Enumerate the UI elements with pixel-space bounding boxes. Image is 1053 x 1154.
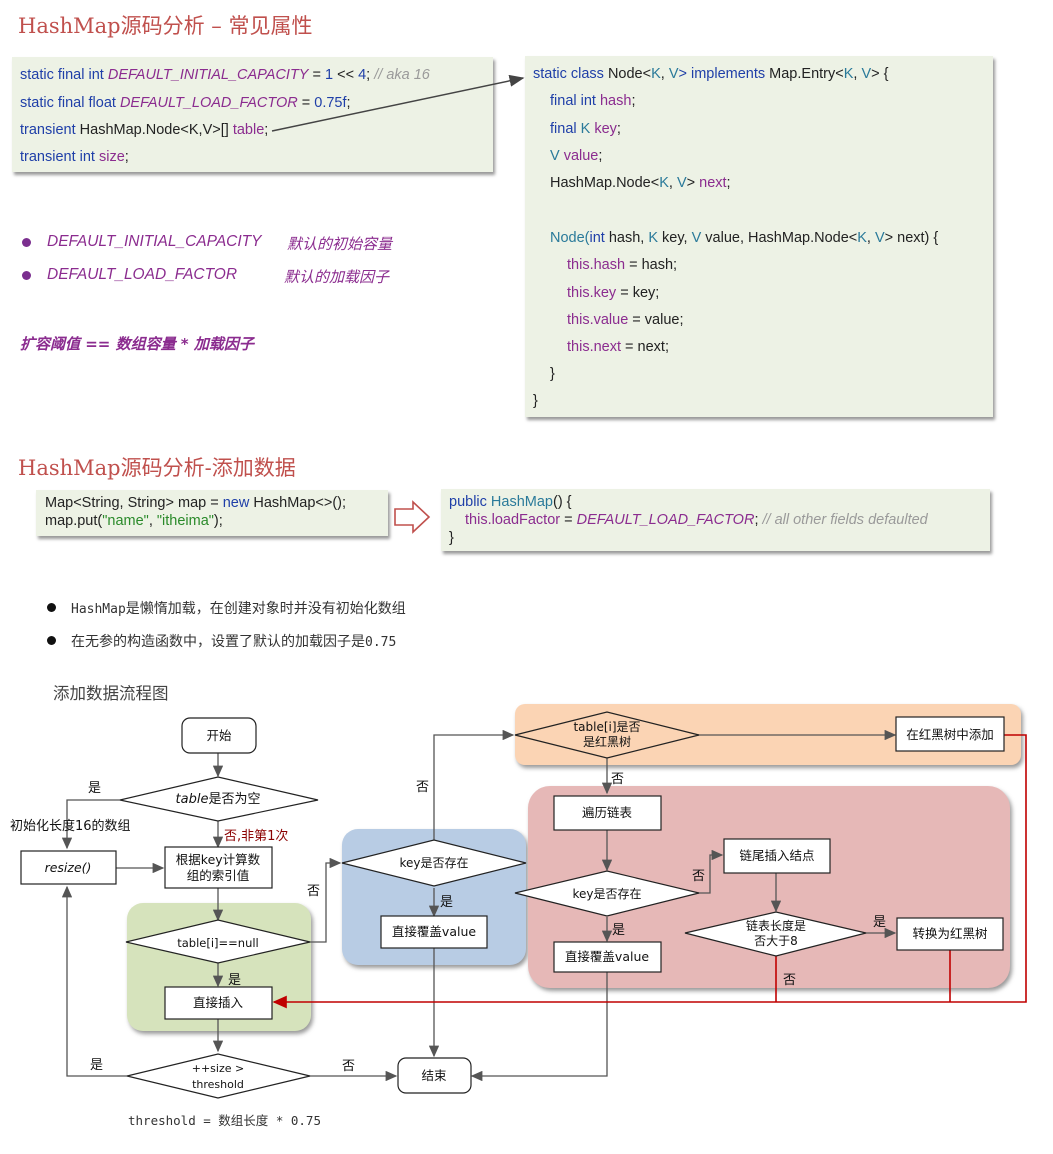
node-line-this-next: this.next = next; bbox=[567, 339, 669, 355]
key-exists-decision bbox=[341, 839, 527, 887]
no-label: 否 bbox=[307, 884, 320, 899]
size-check-decision bbox=[126, 1053, 311, 1099]
yes-label: 是 bbox=[440, 895, 453, 910]
bullet-name-load-factor: DEFAULT_LOAD_FACTOR bbox=[47, 266, 238, 283]
node-line-close-ctor: } bbox=[550, 366, 555, 382]
is-tree-decision bbox=[514, 711, 700, 759]
usage-line-2: map.put("name", "itheima"); bbox=[45, 513, 223, 529]
bullet-dot bbox=[47, 636, 56, 645]
overwrite-label: 直接覆盖value bbox=[392, 924, 476, 939]
no-label: 否 bbox=[692, 869, 705, 884]
init-note: 初始化长度16的数组 bbox=[10, 818, 131, 834]
to-tree-label: 转换为红黑树 bbox=[912, 926, 987, 941]
section2-title: HashMap源码分析-添加数据 bbox=[18, 456, 296, 480]
no-label: 否 bbox=[342, 1059, 355, 1074]
threshold-note: threshold = 数组长度 * 0.75 bbox=[128, 1113, 321, 1128]
bullet-dot bbox=[47, 603, 56, 612]
resize-box bbox=[20, 850, 117, 885]
bullet-dot bbox=[22, 271, 31, 280]
tail-insert-box bbox=[723, 838, 831, 874]
yes-label: 是 bbox=[873, 915, 886, 930]
end-label: 结束 bbox=[421, 1068, 447, 1083]
node-line-value: V value; bbox=[550, 148, 603, 164]
bullet-desc-capacity: 默认的初始容量 bbox=[287, 235, 393, 253]
start-terminal bbox=[181, 717, 257, 754]
len-check-label-1: 链表长度是 bbox=[746, 918, 806, 933]
is-tree-label-1: table[i]是否 bbox=[573, 720, 640, 734]
usage-line-1: Map<String, String> map = new HashMap<>(… bbox=[45, 495, 347, 511]
no-not-first-label: 否,非第1次 bbox=[224, 828, 288, 844]
usage-code-box: Map<String, String> map = new HashMap<>(… bbox=[36, 490, 388, 536]
fields-code-box: static final int DEFAULT_INITIAL_CAPACIT… bbox=[12, 57, 493, 172]
node-line-this-hash: this.hash = hash; bbox=[567, 257, 678, 273]
overwrite2-box bbox=[553, 941, 662, 973]
traverse-label: 遍历链表 bbox=[582, 805, 633, 820]
index-label-2: 组的索引值 bbox=[187, 868, 250, 883]
yes-label: 是 bbox=[228, 973, 241, 988]
key-exists-label: key是否存在 bbox=[399, 856, 468, 870]
insert-direct-label: 直接插入 bbox=[193, 995, 244, 1010]
table-i-null-decision bbox=[125, 919, 311, 964]
node-line-this-key: this.key = key; bbox=[567, 285, 660, 301]
node-class-code-box: static class Node<K, V> implements Map.E… bbox=[525, 56, 993, 417]
note-load-factor: 在无参的构造函数中，设置了默认的加载因子是0.75 bbox=[71, 634, 397, 650]
constructor-code-box: public HashMap() { this.loadFactor = DEF… bbox=[441, 489, 990, 551]
node-line-key: final K key; bbox=[550, 121, 621, 137]
threshold-formula: 扩容阈值 == 数组容量 * 加载因子 bbox=[20, 335, 254, 353]
node-line-hash: final int hash; bbox=[550, 93, 636, 109]
table-i-null-label: table[i]==null bbox=[177, 936, 259, 950]
code-line-size: transient int size; bbox=[20, 149, 129, 165]
tree-add-label: 在红黑树中添加 bbox=[906, 727, 994, 742]
end-terminal bbox=[397, 1057, 472, 1094]
node-line-constructor: Node(int hash, K key, V value, HashMap.N… bbox=[550, 230, 939, 246]
flow-title: 添加数据流程图 bbox=[53, 684, 169, 703]
code-line-table: transient HashMap.Node<K,V>[] table; bbox=[20, 122, 269, 138]
size-check-label-1: ++size > bbox=[192, 1062, 244, 1075]
node-line-next: HashMap.Node<K, V> next; bbox=[550, 175, 731, 191]
traverse-box bbox=[553, 795, 662, 831]
node-line-this-value: this.value = value; bbox=[567, 312, 684, 328]
overwrite2-label: 直接覆盖value bbox=[565, 949, 649, 964]
no-label: 否 bbox=[783, 973, 796, 988]
bullet-name-capacity: DEFAULT_INITIAL_CAPACITY bbox=[47, 233, 262, 250]
key-exists2-decision bbox=[514, 870, 700, 917]
bullet-desc-load-factor: 默认的加载因子 bbox=[284, 268, 390, 286]
yes-label: 是 bbox=[90, 1058, 103, 1073]
resize-label: resize() bbox=[45, 860, 92, 875]
index-label-1: 根据key计算数 bbox=[176, 852, 261, 867]
size-check-label-2: threshold bbox=[192, 1078, 244, 1091]
ctor-line-3: } bbox=[449, 530, 454, 546]
len-check-decision bbox=[684, 911, 867, 957]
start-label: 开始 bbox=[206, 728, 232, 743]
index-box bbox=[164, 846, 273, 889]
insert-direct-box bbox=[164, 986, 273, 1020]
to-tree-box bbox=[896, 917, 1004, 951]
no-label: 否 bbox=[416, 780, 429, 795]
code-line-load-factor: static final float DEFAULT_LOAD_FACTOR =… bbox=[20, 95, 351, 111]
len-check-label-2: 否大于8 bbox=[754, 934, 798, 948]
overwrite-box bbox=[380, 915, 488, 949]
note-lazy-load: HashMap是懒惰加载，在创建对象时并没有初始化数组 bbox=[71, 601, 406, 617]
tree-add-box bbox=[895, 716, 1005, 752]
yes-label: 是 bbox=[612, 923, 625, 938]
tail-insert-label: 链尾插入结点 bbox=[739, 848, 814, 863]
no-label: 否 bbox=[611, 772, 624, 787]
key-exists2-label: key是否存在 bbox=[572, 887, 641, 901]
yes-label: 是 bbox=[88, 781, 101, 796]
ctor-line-2: this.loadFactor = DEFAULT_LOAD_FACTOR; /… bbox=[465, 512, 928, 528]
node-line-1: static class Node<K, V> implements Map.E… bbox=[533, 66, 889, 82]
ctor-line-1: public HashMap() { bbox=[449, 494, 572, 510]
table-empty-decision bbox=[119, 776, 319, 822]
node-line-close-class: } bbox=[533, 393, 538, 409]
table-empty-label: table是否为空 bbox=[176, 792, 261, 807]
section1-title: HashMap源码分析 – 常见属性 bbox=[18, 14, 313, 38]
hollow-right-arrow-icon bbox=[394, 500, 431, 534]
is-tree-label-2: 是红黑树 bbox=[583, 734, 631, 749]
code-line-capacity: static final int DEFAULT_INITIAL_CAPACIT… bbox=[20, 67, 430, 83]
bullet-dot bbox=[22, 238, 31, 247]
table-to-node-arrow bbox=[271, 74, 525, 132]
